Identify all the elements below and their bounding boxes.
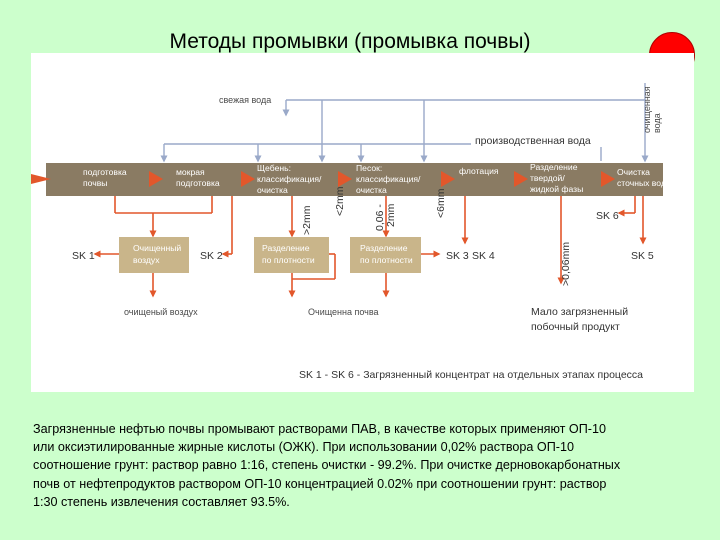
- stage-box: [46, 163, 663, 196]
- size-label-lt2mm: <2mm: [334, 186, 346, 216]
- body-line-2: или оксиэтилированные жирные кислоты (ОЖ…: [33, 440, 574, 455]
- size-label-lt6mm: <6mm: [435, 188, 447, 218]
- size-label-006-2mm: 0,06 -2mm: [374, 203, 397, 231]
- body-line-5: 1:30 степень извлечения составляет 93.5%…: [33, 494, 290, 509]
- sk-label-1: SK 1: [72, 250, 95, 262]
- fresh-water-label: свежая вода: [219, 95, 271, 105]
- slide-title: Методы промывки (промывка почвы): [169, 30, 531, 53]
- stage-label-4: Песок:классификация/очистка: [356, 163, 421, 195]
- sk-label-6: SK 6: [596, 210, 619, 222]
- sk-label-4: SK 4: [472, 250, 495, 262]
- stage-label-5: флотация: [459, 166, 499, 176]
- size-label-gt006mm: >0,06mm: [560, 242, 572, 286]
- process-water-label: производственная вода: [475, 135, 591, 147]
- body-paragraph: Загрязненные нефтью почвы промывают раст…: [33, 420, 703, 511]
- body-line-1: Загрязненные нефтью почвы промывают раст…: [33, 422, 606, 436]
- sk-label-5: SK 5: [631, 250, 654, 262]
- cleaned-air-label: очищеный воздух: [124, 307, 198, 317]
- diagram-legend: SK 1 - SK 6 - Загрязненный концентрат на…: [299, 369, 643, 381]
- cleaned-water-label: очищеннаявода: [642, 86, 662, 133]
- sub-box-cleaned-air: [119, 237, 189, 273]
- process-stage-row: [46, 163, 663, 196]
- body-line-3: соотношение грунт: раствор равно 1:16, с…: [33, 458, 621, 473]
- sk-label-3: SK 3: [446, 250, 469, 262]
- body-line-4: почв от нефтепродуктов раствором ОП-10 к…: [33, 476, 607, 491]
- size-label-gt2mm: >2mm: [301, 205, 313, 235]
- stage-label-3: Щебень:классификация/очистка: [257, 163, 322, 195]
- sub-box-density-2: [350, 237, 421, 273]
- sub-box-density-1: [254, 237, 329, 273]
- cleaned-soil-label: Очищенна почва: [308, 307, 379, 317]
- sk-label-2: SK 2: [200, 250, 223, 262]
